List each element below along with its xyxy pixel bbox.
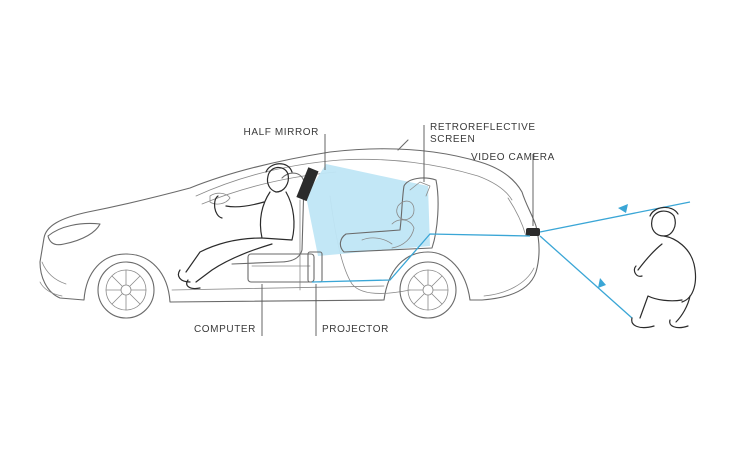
ray-from-background [539,201,691,233]
ray-to-observer [539,235,633,319]
video-camera [526,228,540,236]
projector-label: PROJECTOR [322,324,389,335]
driver-figure [177,163,305,290]
half-mirror-label: HALF MIRROR [244,127,320,138]
ray-arrow-lower [598,278,606,288]
half-mirror [296,167,319,202]
projector-unit [307,251,323,283]
signal-cable [311,233,531,283]
rear-seat-retroreflective-screen [339,177,439,253]
computer-unit [247,253,315,283]
front-wheel [97,261,155,319]
car-body [39,139,540,303]
retroreflective-label-line1: RETROREFLECTIVE [430,122,536,133]
retroreflective-label-line2: SCREEN [430,134,475,145]
projection-beam [306,164,430,256]
ray-arrow-upper [618,204,628,213]
video-camera-label: VIDEO CAMERA [471,152,555,163]
observer-figure [631,206,697,329]
rear-wheel [399,261,457,319]
computer-label: COMPUTER [194,324,256,335]
